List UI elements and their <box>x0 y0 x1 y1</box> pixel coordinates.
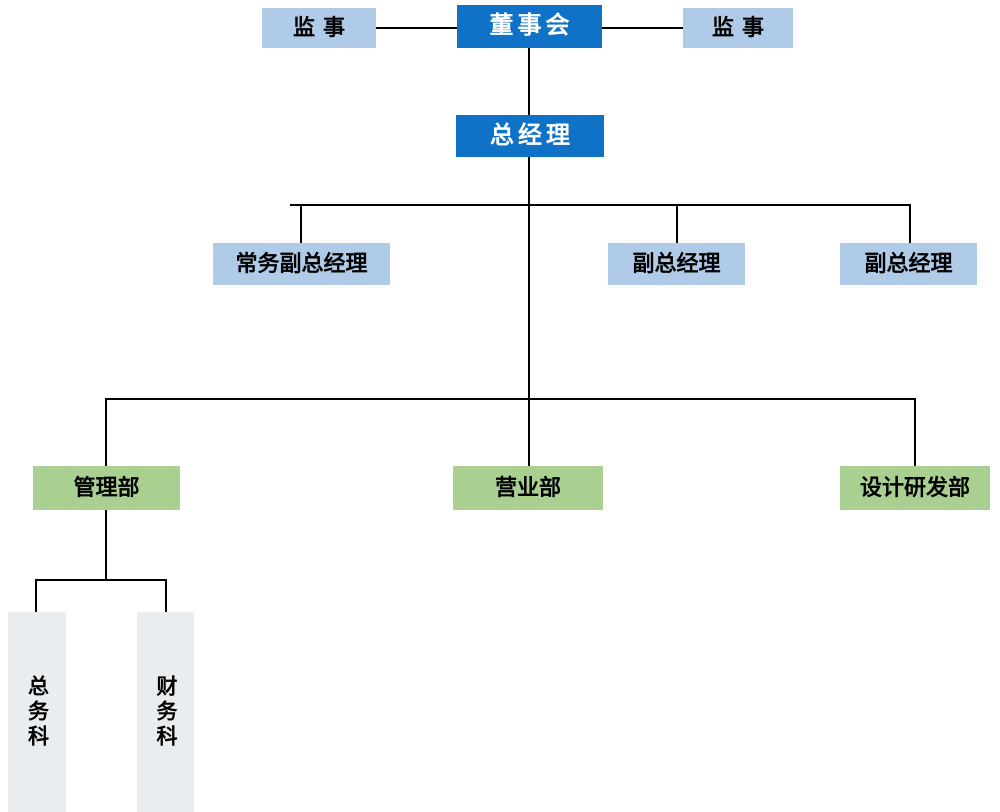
connector-drop-dept-rnd <box>914 398 916 466</box>
node-department-admin[interactable]: 管理部 <box>33 466 180 510</box>
connector-section-bus <box>35 579 167 581</box>
node-supervisor-right[interactable]: 监事 <box>683 8 793 48</box>
connector-admin-trunk <box>105 510 107 581</box>
connector-drop-section-general-affairs <box>35 579 37 612</box>
node-executive-vice-president[interactable]: 常务副总经理 <box>213 243 390 285</box>
node-department-rnd[interactable]: 设计研发部 <box>840 466 990 510</box>
connector-gm-trunk <box>528 157 530 204</box>
node-vice-president-2[interactable]: 副总经理 <box>840 243 977 285</box>
connector-department-bus <box>105 398 916 400</box>
connector-drop-vp-2 <box>909 204 911 244</box>
connector-gm-to-dept-bus <box>528 204 530 399</box>
node-department-sales[interactable]: 营业部 <box>453 466 603 510</box>
node-board-of-directors[interactable]: 董事会 <box>457 5 602 48</box>
node-vice-president-1[interactable]: 副总经理 <box>608 243 745 285</box>
connector-drop-dept-sales <box>528 398 530 466</box>
connector-drop-dept-admin <box>105 398 107 466</box>
node-general-manager[interactable]: 总经理 <box>456 115 604 157</box>
node-supervisor-left[interactable]: 监事 <box>262 8 376 48</box>
connector-board-to-gm <box>528 48 530 115</box>
connector-drop-vp-1 <box>676 204 678 244</box>
connector-supervisor-left <box>376 27 457 29</box>
connector-drop-exec-vp <box>300 204 302 244</box>
section-general-affairs-label: 总务科 <box>25 674 50 750</box>
section-finance-label: 财务科 <box>154 674 179 750</box>
connector-vp-bus <box>290 204 911 206</box>
node-section-finance[interactable]: 财务科 <box>137 612 194 812</box>
connector-drop-section-finance <box>165 579 167 612</box>
node-section-general-affairs[interactable]: 总务科 <box>8 612 66 812</box>
connector-supervisor-right <box>602 27 683 29</box>
